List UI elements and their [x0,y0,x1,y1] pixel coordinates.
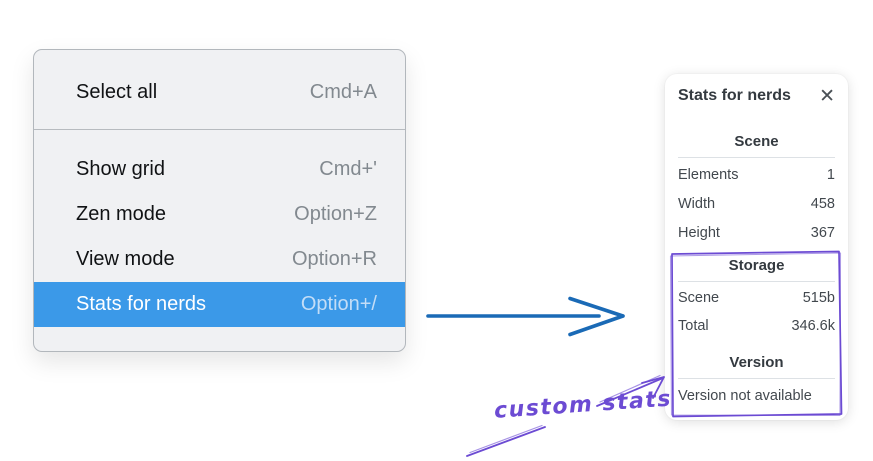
context-menu-bottom-section: Show grid Cmd+' Zen mode Option+Z View m… [34,130,405,353]
menu-item-view-mode[interactable]: View mode Option+R [34,237,405,282]
context-menu: Select all Cmd+A Show grid Cmd+' Zen mod… [33,49,406,352]
version-note: Version not available [678,388,812,404]
stat-row-width: Width 458 [678,189,835,218]
stat-value: 367 [810,224,835,241]
menu-item-label: Show grid [76,158,165,180]
section-divider [678,378,835,379]
menu-item-stats-for-nerds[interactable]: Stats for nerds Option+/ [34,282,405,327]
menu-item-show-grid[interactable]: Show grid Cmd+' [34,147,405,192]
stat-row-height: Height 367 [678,218,835,247]
stat-row-elements: Elements 1 [678,160,835,189]
section-heading-scene: Scene [734,133,779,150]
stat-label: Height [678,224,720,241]
menu-item-label: View mode [76,248,175,270]
stats-panel-title: Stats for nerds [678,87,791,104]
menu-divider [34,129,405,130]
stat-label: Scene [678,290,720,306]
menu-item-shortcut: Cmd+A [309,81,377,103]
stat-value: 458 [810,195,835,212]
annotation-custom-stats-label: custom stats [493,386,673,424]
stat-value: 1 [826,166,835,183]
storage-stats: Scene 515b Total 346.6k [678,284,835,340]
menu-item-label: Stats for nerds [76,293,207,315]
stats-for-nerds-panel: Stats for nerds ✕ Scene Elements 1 Width… [665,74,848,420]
stat-row-scene-storage: Scene 515b [678,284,835,312]
menu-item-select-all[interactable]: Select all Cmd+A [34,70,405,115]
context-menu-top-section: Select all Cmd+A [34,50,405,129]
arrow-menu-to-panel-icon [426,296,625,337]
section-divider [678,281,835,282]
menu-item-shortcut: Option+Z [294,203,377,225]
scene-stats: Elements 1 Width 458 Height 367 [678,160,835,247]
section-heading-version: Version [729,354,784,371]
stat-label: Total [678,318,709,334]
stat-value: 346.6k [791,318,835,334]
stat-value: 515b [802,290,835,306]
menu-item-zen-mode[interactable]: Zen mode Option+Z [34,192,405,237]
section-divider [678,157,835,158]
menu-item-shortcut: Option+/ [300,293,377,315]
stats-panel-header: Stats for nerds ✕ [678,84,835,108]
menu-item-shortcut: Cmd+' [319,158,377,180]
menu-item-shortcut: Option+R [291,248,377,270]
stat-row-total-storage: Total 346.6k [678,312,835,340]
section-heading-storage: Storage [728,257,785,274]
close-icon[interactable]: ✕ [819,85,835,107]
menu-item-label: Zen mode [76,203,167,225]
menu-item-label: Select all [76,81,158,103]
stat-label: Width [678,195,716,212]
stat-label: Elements [678,166,739,183]
